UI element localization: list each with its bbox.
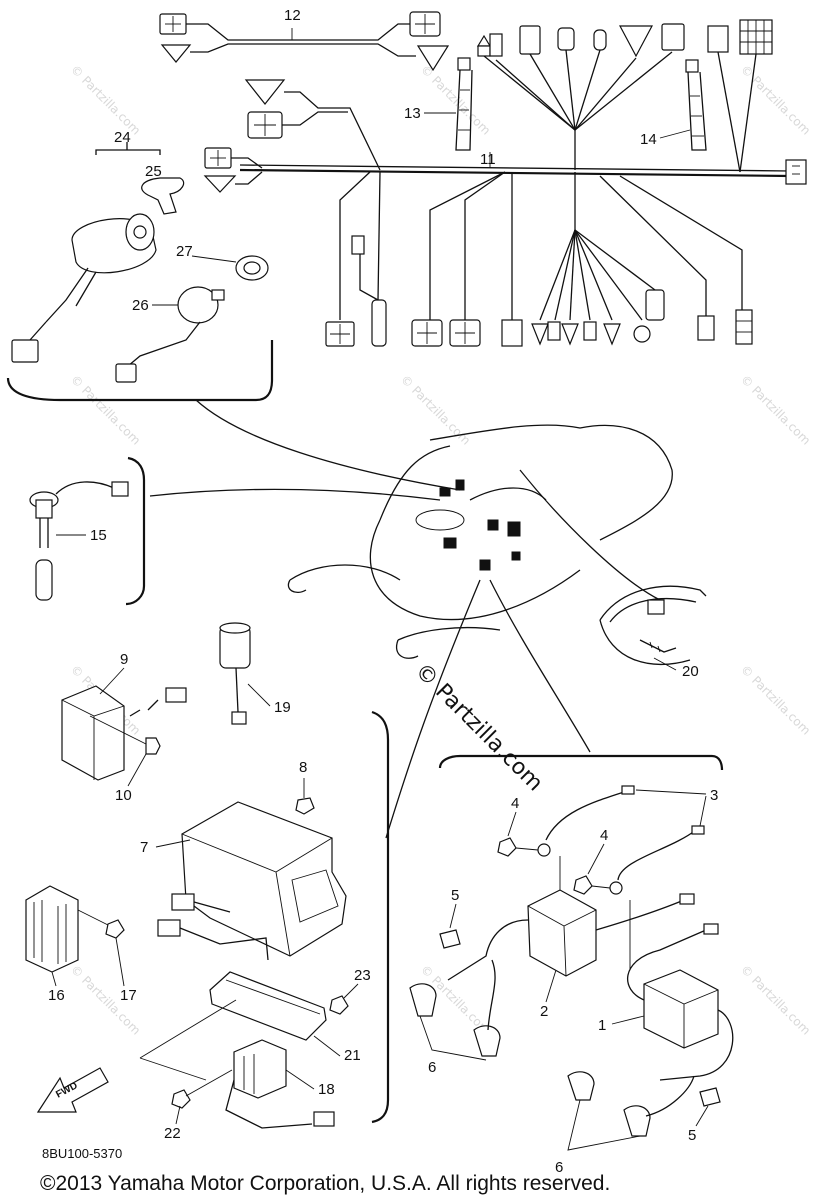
part-label-13: 13 [404,105,421,122]
watermark-group: © Partzilla.com © Partzilla.com © Partzi… [68,62,813,1037]
knob-26 [115,286,225,383]
relay-18 [225,1039,335,1129]
group-bracket-15 [125,456,146,606]
part-label-1: 1 [598,1017,606,1034]
part-label-27: 27 [176,243,193,260]
part-label-23: 23 [354,967,371,984]
part-label-7: 7 [140,839,148,856]
main-switch-24 [11,142,161,363]
watermark: © Partzilla.com [398,372,473,447]
plug-lead-3 [537,785,705,895]
part-label-22: 22 [164,1125,181,1142]
part-label-2: 2 [540,1003,548,1020]
part-label-3: 3 [710,787,718,804]
condenser-19 [219,622,251,725]
part-label-6b: 6 [555,1159,563,1176]
screw-4a [497,837,539,857]
part-label-14: 14 [640,131,657,148]
part-label-9: 9 [120,651,128,668]
bracket-21 [209,971,327,1041]
screw-4b [573,875,611,895]
main-harness-11 [203,19,807,347]
part-label-4b: 4 [600,827,608,844]
bolt-22 [171,1069,233,1109]
key-25 [141,177,185,215]
fwd-arrow-icon: FWD [36,1067,109,1113]
part-label-24: 24 [114,129,131,146]
part-label-17: 17 [120,987,137,1004]
leader-15 [149,488,441,501]
snowmobile-outline [287,424,673,659]
part-label-21: 21 [344,1047,361,1064]
rectifier-9 [61,685,187,781]
part-label-11: 11 [480,151,496,168]
part-label-6a: 6 [428,1059,436,1076]
strap-20 [599,585,707,666]
part-label-10: 10 [115,787,132,804]
grommet-8 [295,797,315,815]
regulator-16 [25,885,79,973]
leader-cdi [385,579,481,839]
part-label-20: 20 [682,663,699,680]
plug-cap-6 [409,959,695,1151]
ignition-coil-2 [447,856,695,981]
part-label-25: 25 [145,163,162,180]
rubber-cap-5 [439,929,721,1107]
group-bracket-top [6,340,274,402]
cable-tie-13 [455,57,473,151]
watermark: © Partzilla.com [738,662,813,737]
cdi-unit-7 [157,801,347,961]
center-watermark: © Partzilla.com [410,659,548,797]
leader-21 [139,999,237,1081]
part-label-5a: 5 [451,887,459,904]
nut-23 [329,995,349,1015]
watermark: © Partzilla.com [418,62,493,137]
leader-harness [195,399,461,491]
part-label-8: 8 [299,759,307,776]
bezel-27 [191,255,269,281]
part-label-12: 12 [284,7,301,24]
ignition-coil-1 [627,900,734,1081]
leader-ignition [489,579,591,753]
part-labels: 12 13 11 14 24 25 27 26 15 20 9 19 10 8 … [48,7,718,1176]
part-label-26: 26 [132,297,149,314]
switch-15 [29,481,129,601]
bolt-10 [89,715,161,755]
copyright-notice: ©2013 Yamaha Motor Corporation, U.S.A. A… [40,1172,610,1195]
part-label-18: 18 [318,1081,335,1098]
screw-17 [77,909,125,939]
part-label-16: 16 [48,987,65,1004]
watermark: © Partzilla.com [738,962,813,1037]
part-label-15: 15 [90,527,107,544]
watermark: © Partzilla.com [68,62,143,137]
leader-20 [519,469,661,601]
part-label-19: 19 [274,699,291,716]
sub-harness-12 [159,11,450,72]
cable-tie-14 [685,59,707,151]
group-bracket-ignition [438,754,724,771]
group-bracket-cdi [371,710,390,1124]
diagram-code: 8BU100-5370 [42,1146,122,1161]
watermark: © Partzilla.com [738,372,813,447]
watermark: © Partzilla.com [68,372,143,447]
part-label-5b: 5 [688,1127,696,1144]
part-label-4a: 4 [511,795,519,812]
